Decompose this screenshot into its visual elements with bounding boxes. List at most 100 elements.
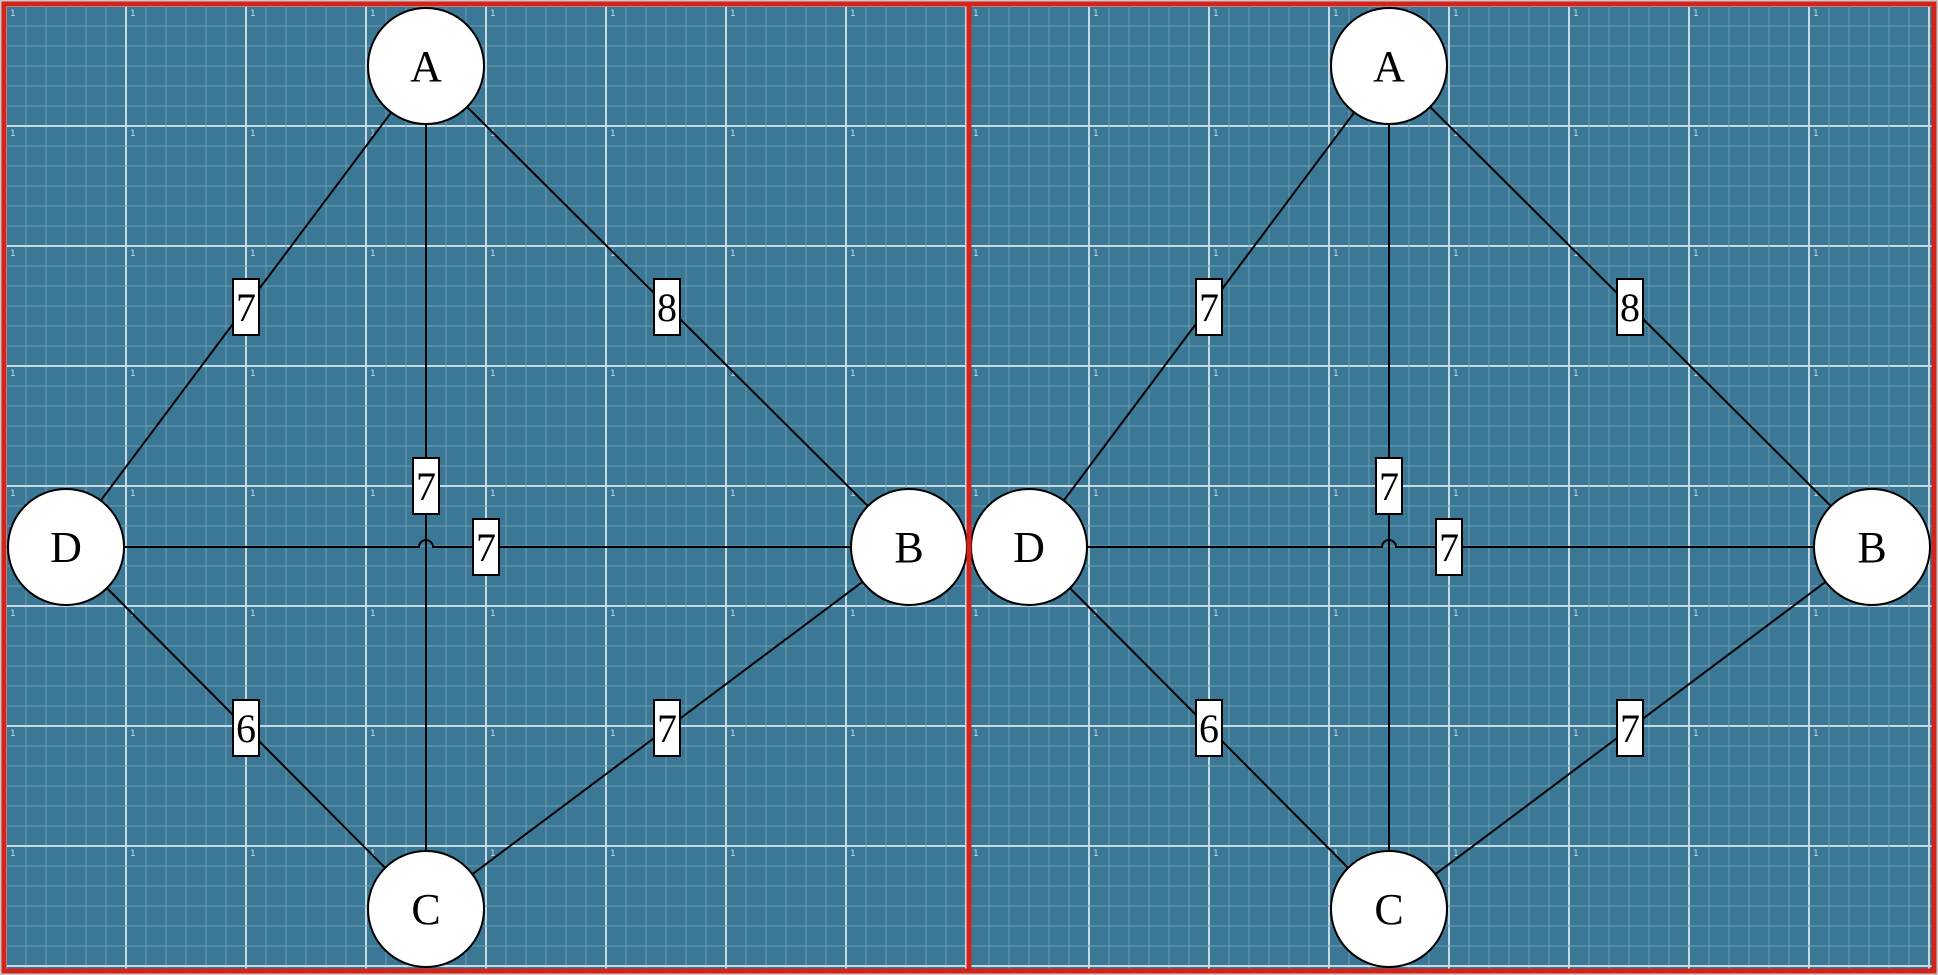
- weight-label: 7: [1439, 525, 1459, 570]
- grid-marker: 1: [1573, 129, 1579, 139]
- grid-marker: 1: [1813, 849, 1819, 859]
- weight-label: 6: [1199, 706, 1219, 751]
- grid-marker: 1: [730, 489, 736, 499]
- weight-label: 7: [416, 464, 436, 509]
- edge-weight-a-c: 7: [1375, 457, 1403, 515]
- edge-weight-d-b: 7: [472, 518, 500, 576]
- grid-marker: 1: [1573, 729, 1579, 739]
- grid-marker: 1: [1693, 849, 1699, 859]
- grid-marker: 1: [1093, 729, 1099, 739]
- grid-marker: 1: [730, 129, 736, 139]
- grid-marker: 1: [610, 129, 616, 139]
- grid-marker: 1: [973, 729, 979, 739]
- grid-marker: 1: [1213, 129, 1219, 139]
- grid-marker: 1: [610, 849, 616, 859]
- grid-marker: 1: [1813, 9, 1819, 19]
- grid-marker: 1: [1813, 249, 1819, 259]
- grid-marker: 1: [1453, 609, 1459, 619]
- grid-marker: 1: [1573, 9, 1579, 19]
- edge-weight-a-b: 8: [653, 278, 681, 336]
- grid-marker: 1: [130, 729, 136, 739]
- grid-marker: 1: [730, 249, 736, 259]
- grid-marker: 1: [1213, 489, 1219, 499]
- grid-marker: 1: [1093, 9, 1099, 19]
- grid-marker: 1: [370, 609, 376, 619]
- grid-marker: 1: [850, 369, 856, 379]
- grid-marker: 1: [1693, 9, 1699, 19]
- grid-marker: 1: [490, 369, 496, 379]
- grid-marker: 1: [1573, 489, 1579, 499]
- grid-marker: 1: [973, 489, 979, 499]
- edge-weight-b-c: 7: [653, 699, 681, 757]
- grid-marker: 1: [1333, 249, 1339, 259]
- node-a: A: [1330, 7, 1448, 125]
- node-label: B: [1857, 523, 1886, 572]
- grid-marker: 1: [730, 9, 736, 19]
- edge-weight-d-b: 7: [1435, 518, 1463, 576]
- grid-marker: 1: [370, 369, 376, 379]
- node-a: A: [367, 7, 485, 125]
- grid-marker: 1: [1813, 129, 1819, 139]
- edge-weight-a-c: 7: [412, 457, 440, 515]
- node-label: A: [410, 42, 442, 91]
- grid-marker: 1: [10, 729, 16, 739]
- grid-marker: 1: [490, 729, 496, 739]
- weight-label: 8: [1620, 285, 1640, 330]
- edge-weight-b-c: 7: [1616, 699, 1644, 757]
- grid-marker: 1: [1693, 249, 1699, 259]
- grid-marker: 1: [370, 729, 376, 739]
- weight-label: 7: [236, 285, 256, 330]
- grid-background: [6, 6, 969, 969]
- grid-marker: 1: [610, 489, 616, 499]
- weight-label: 6: [236, 706, 256, 751]
- grid-marker: 1: [250, 849, 256, 859]
- grid-marker: 1: [610, 609, 616, 619]
- weight-label: 7: [657, 706, 677, 751]
- grid-marker: 1: [250, 9, 256, 19]
- grid-marker: 1: [973, 249, 979, 259]
- grid-marker: 1: [370, 489, 376, 499]
- grid-marker: 1: [1813, 729, 1819, 739]
- grid-marker: 1: [730, 849, 736, 859]
- grid-marker: 1: [1213, 369, 1219, 379]
- node-c: C: [1330, 850, 1448, 968]
- weight-label: 7: [1379, 464, 1399, 509]
- grid-marker: 1: [130, 129, 136, 139]
- grid-marker: 1: [850, 609, 856, 619]
- node-d: D: [7, 488, 125, 606]
- grid-marker: 1: [1333, 609, 1339, 619]
- grid-marker: 1: [370, 9, 376, 19]
- grid-marker: 1: [850, 129, 856, 139]
- grid-marker: 1: [1093, 249, 1099, 259]
- grid-marker: 1: [1333, 369, 1339, 379]
- weight-label: 8: [657, 285, 677, 330]
- grid-marker: 1: [10, 489, 16, 499]
- grid-marker: 1: [850, 729, 856, 739]
- grid-marker: 1: [1093, 489, 1099, 499]
- grid-marker: 1: [1093, 849, 1099, 859]
- grid-marker: 1: [730, 729, 736, 739]
- node-label: B: [894, 523, 923, 572]
- grid-marker: 1: [130, 9, 136, 19]
- grid-marker: 1: [490, 609, 496, 619]
- grid-marker: 1: [250, 489, 256, 499]
- grid-marker: 1: [10, 849, 16, 859]
- grid-marker: 1: [10, 249, 16, 259]
- grid-marker: 1: [730, 609, 736, 619]
- grid-marker: 1: [10, 369, 16, 379]
- grid-marker: 1: [10, 609, 16, 619]
- grid-marker: 1: [490, 249, 496, 259]
- grid-marker: 1: [610, 9, 616, 19]
- grid-marker: 1: [250, 129, 256, 139]
- grid-marker: 1: [1573, 609, 1579, 619]
- edge-weight-d-c: 6: [1195, 699, 1223, 757]
- graph-svg-left: 1111111111111111111111111111111111111111…: [6, 6, 969, 969]
- grid-marker: 1: [10, 9, 16, 19]
- node-label: D: [50, 523, 82, 572]
- graph-svg-right: 1111111111111111111111111111111111111111…: [969, 6, 1932, 969]
- node-b: B: [850, 488, 968, 606]
- grid-marker: 1: [1213, 249, 1219, 259]
- grid-marker: 1: [1693, 489, 1699, 499]
- grid-marker: 1: [1813, 609, 1819, 619]
